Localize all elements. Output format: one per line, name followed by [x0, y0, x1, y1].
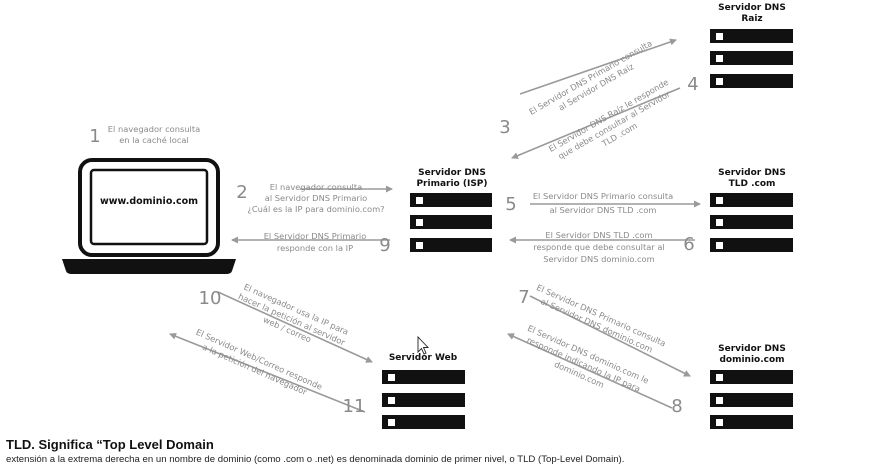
- step-number: 6: [683, 234, 694, 255]
- dns-resolution-diagram: www.dominio.com Servidor DNS Raiz Servid…: [62, 3, 793, 429]
- step-1: 1 El navegador consulta en la caché loca…: [89, 124, 200, 147]
- caption-body: extensión a la extrema derecha en un nom…: [6, 454, 625, 465]
- caption-title: TLD. Significa “Top Level Domain: [6, 437, 214, 452]
- server-title-line: Servidor DNS: [718, 344, 786, 354]
- server-rack-icon: [710, 193, 793, 252]
- server-dns-root: Servidor DNS Raiz: [710, 3, 793, 88]
- server-rack-icon: [710, 29, 793, 88]
- caption: TLD. Significa “Top Level Domain extensi…: [6, 437, 866, 466]
- server-web: Servidor Web: [382, 353, 465, 429]
- laptop-icon: www.dominio.com: [62, 158, 236, 274]
- server-title-line: Servidor DNS: [718, 3, 786, 13]
- server-rack-icon: [382, 370, 465, 429]
- laptop-screen-url: www.dominio.com: [100, 196, 198, 207]
- flow-arrows: [169, 38, 701, 413]
- step-text-line: responde con la IP: [277, 243, 353, 253]
- step-text-line: responde que debe consultar al: [533, 242, 664, 252]
- step-number: 1: [89, 126, 100, 147]
- step-text-line: El Servidor DNS TLD .com: [545, 230, 652, 240]
- server-rack-icon: [710, 370, 793, 429]
- server-title-line: dominio.com: [719, 355, 784, 365]
- step-text-line: El Servidor DNS Primario: [264, 231, 367, 241]
- server-title-line: Servidor DNS: [418, 168, 486, 178]
- step-text-line: Servidor DNS dominio.com: [543, 254, 654, 264]
- step-number: 8: [671, 396, 682, 417]
- server-title-line: Servidor DNS: [718, 168, 786, 178]
- arrow-step-8: [507, 333, 673, 409]
- arrow-step-7: [529, 295, 691, 377]
- arrow-step-4: [511, 87, 681, 159]
- server-dns-domain: Servidor DNS dominio.com: [710, 344, 793, 429]
- server-title-line: Primario (ISP): [416, 179, 487, 189]
- step-text-line: El navegador consulta: [108, 124, 200, 134]
- step-number: 2: [236, 182, 247, 203]
- step-5: 5 El Servidor DNS Primario consulta al S…: [505, 191, 673, 215]
- mouse-cursor-icon: [417, 335, 430, 355]
- step-6: 6 El Servidor DNS TLD .com responde que …: [533, 230, 694, 264]
- step-number: 7: [518, 287, 529, 308]
- server-title-line: Servidor Web: [389, 353, 458, 363]
- step-2: 2 El navegador consulta al Servidor DNS …: [236, 182, 384, 214]
- step-text-line: en la caché local: [119, 135, 189, 145]
- arrow-step-11: [169, 332, 366, 413]
- server-rack-icon: [410, 193, 492, 252]
- arrow-step-3: [519, 38, 677, 95]
- step-text-line: ¿Cuál es la IP para dominio.com?: [247, 204, 384, 214]
- step-text-line: El navegador consulta: [270, 182, 362, 192]
- step-number: 5: [505, 194, 516, 215]
- step-number: 3: [499, 117, 510, 138]
- step-number: 9: [379, 235, 390, 256]
- arrow-step-10: [217, 291, 373, 363]
- step-number: 10: [199, 288, 222, 309]
- server-dns-isp: Servidor DNS Primario (ISP): [410, 168, 492, 252]
- server-title-line: Raiz: [741, 14, 762, 24]
- step-text-line: El Servidor DNS Primario consulta: [533, 191, 673, 201]
- step-number: 4: [687, 74, 698, 95]
- server-dns-tld: Servidor DNS TLD .com: [710, 168, 793, 252]
- step-9: 9 El Servidor DNS Primario responde con …: [264, 231, 391, 256]
- step-text-line: al Servidor DNS TLD .com: [550, 205, 657, 215]
- step-number: 11: [343, 396, 366, 417]
- server-title-line: TLD .com: [729, 179, 776, 189]
- step-text-line: al Servidor DNS Primario: [265, 193, 367, 203]
